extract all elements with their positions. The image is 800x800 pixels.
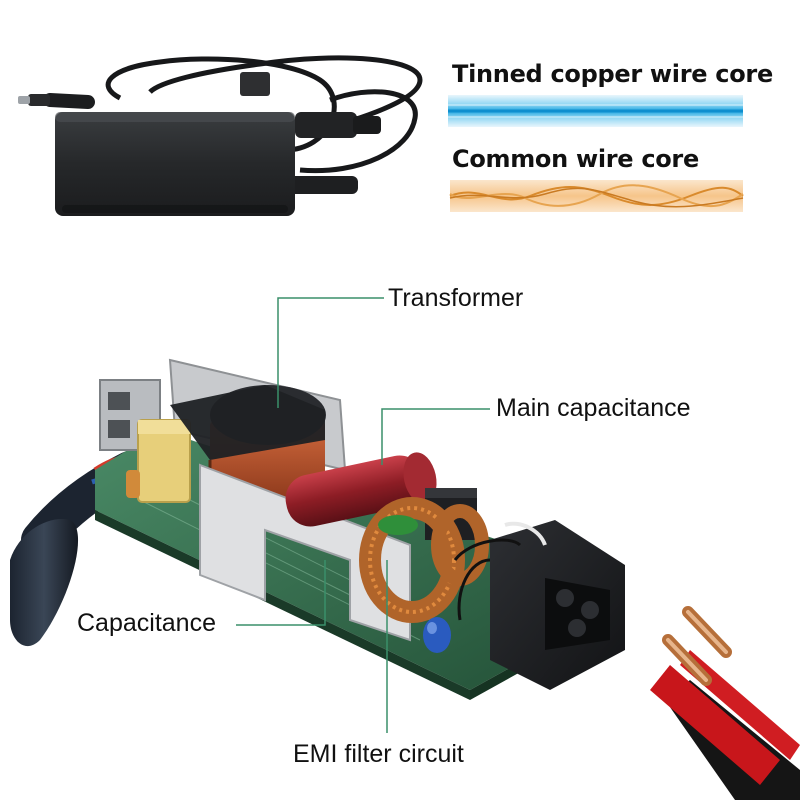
emi-filter-label: EMI filter circuit — [293, 740, 464, 768]
tinned-wire-label: Tinned copper wire core — [452, 60, 773, 88]
common-wire-label: Common wire core — [452, 145, 699, 173]
capacitance-label: Capacitance — [77, 609, 216, 637]
leader-transformer — [277, 297, 384, 408]
transformer-label: Transformer — [388, 284, 524, 312]
leader-capacitance — [236, 560, 326, 626]
emi-coil — [359, 497, 489, 623]
callout-leader-lines — [236, 297, 490, 733]
adapter-photo — [18, 55, 423, 216]
tinned-wire-swatch — [448, 95, 743, 127]
power-supply-pcb — [10, 358, 625, 700]
ac-inlet-socket — [453, 520, 625, 690]
leader-main-capacitance — [381, 408, 490, 465]
main-capacitance-label: Main capacitance — [496, 394, 691, 422]
common-wire-swatch — [449, 180, 744, 212]
ac-cable-cross-section — [650, 606, 800, 800]
